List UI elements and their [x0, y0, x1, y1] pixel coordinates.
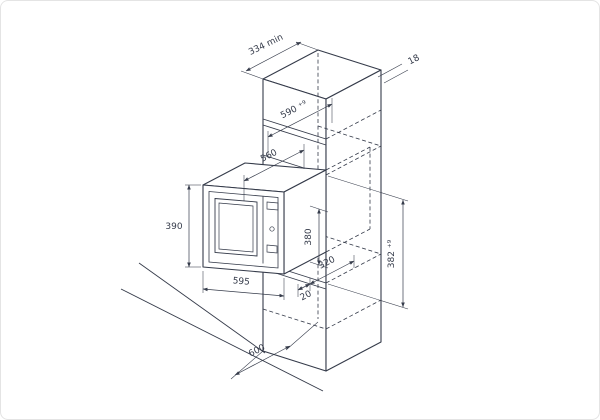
dimension-595: 595 [202, 271, 285, 300]
dimension-382: 382 ⁺⁹ [327, 175, 409, 310]
dimension-label-382: 382 ⁺⁹ [387, 239, 397, 268]
oven-front-face [202, 184, 285, 275]
dimension-18-panel: 18 [377, 53, 422, 84]
oven-door-window [214, 198, 258, 257]
oven-display [266, 201, 279, 211]
dimension-label-595: 595 [232, 276, 250, 287]
oven-door-window-inner [218, 202, 254, 253]
floor-line-back [138, 262, 266, 354]
niche-projection-lines [325, 146, 371, 253]
dimension-label-380: 380 [304, 228, 314, 245]
microwave-oven [202, 162, 327, 275]
dimension-label-334: 334 min [247, 33, 285, 58]
oven-open-button [266, 244, 278, 254]
dimension-label-390: 390 [165, 222, 182, 232]
oven-front-frame [208, 191, 279, 269]
oven-dial-knob [269, 226, 275, 232]
cabinet-side-face [325, 69, 382, 372]
dimension-label-20: 20 [299, 289, 314, 303]
dimension-390: 390 [165, 184, 201, 268]
dimension-label-18: 18 [407, 53, 422, 67]
